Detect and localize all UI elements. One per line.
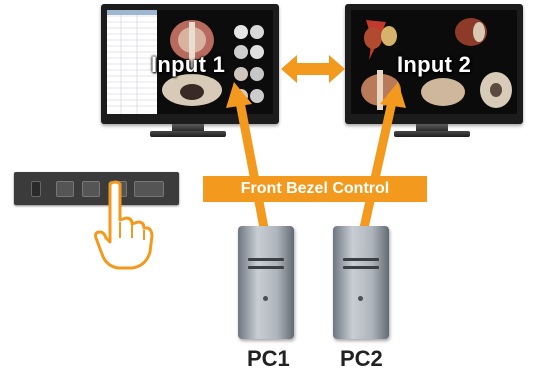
pc1-label: PC1: [247, 346, 290, 371]
monitor-1-stand: [172, 124, 204, 131]
pc2-label: PC2: [340, 346, 383, 371]
pc2-to-input2-arrow: [359, 82, 406, 229]
bezel-menu-button[interactable]: [82, 181, 100, 197]
monitor-input-1: Input 1: [101, 4, 279, 124]
monitor-1-screen: [107, 10, 273, 114]
medical-viewer-screen-2: [351, 10, 517, 114]
switch-double-arrow-icon: [281, 55, 345, 83]
pc1-power-button: [263, 296, 268, 301]
front-bezel-control-label: Front Bezel Control: [203, 176, 427, 202]
input-1-label: Input 1: [151, 52, 226, 77]
pc2-drive-slot: [343, 258, 379, 261]
pc2-drive-slot: [343, 266, 379, 269]
pc1-to-input1-arrow: [226, 82, 269, 229]
medical-viewer-screen-1: [107, 10, 273, 114]
front-bezel-panel: [14, 172, 179, 205]
monitor-input-2: Input 2: [345, 4, 523, 124]
monitor-1-base: [150, 131, 226, 137]
monitor-2-base: [394, 131, 470, 137]
pc2-tower: [333, 226, 389, 339]
bezel-mode-button[interactable]: [134, 181, 164, 197]
monitor-2-screen: [351, 10, 517, 114]
pc1-drive-slot: [248, 258, 284, 261]
pressing-hand-icon: [94, 180, 154, 270]
pc1-tower: [238, 226, 294, 339]
pc1-drive-slot: [248, 266, 284, 269]
monitor-2-stand: [416, 124, 448, 131]
bezel-power-button[interactable]: [56, 181, 74, 197]
input-2-label: Input 2: [397, 52, 472, 77]
pc2-power-button: [358, 296, 363, 301]
bezel-led-indicator: [31, 181, 41, 197]
